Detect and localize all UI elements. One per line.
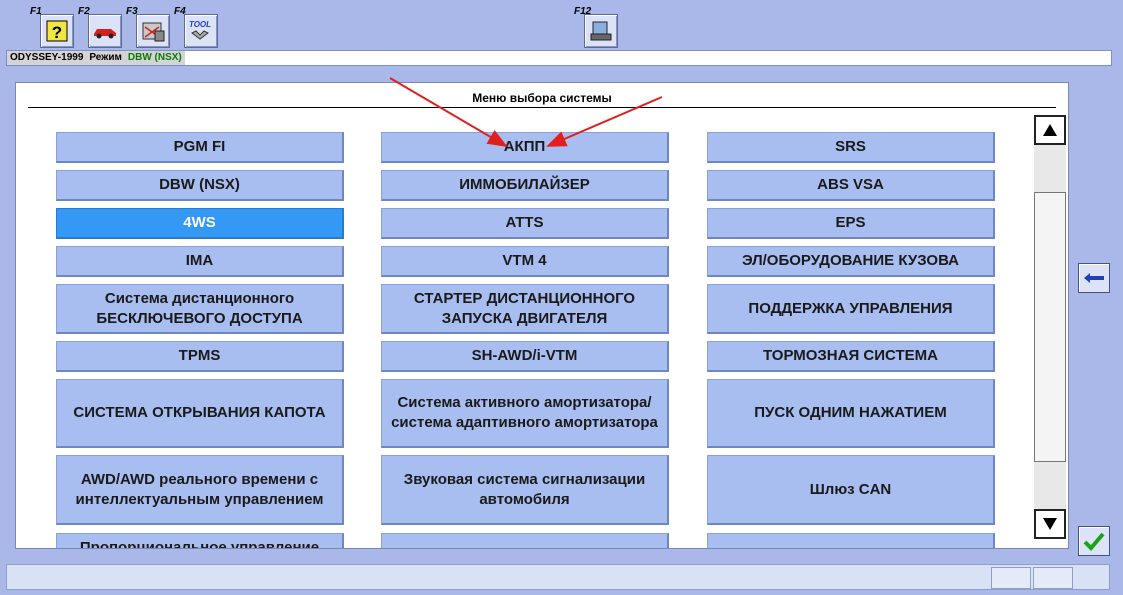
system-button[interactable]: TPMS: [56, 341, 344, 372]
system-button[interactable]: Звуковая система сигнализации автомобиля: [381, 455, 669, 525]
system-button[interactable]: СИСТЕМА ОТКРЫВАНИЯ КАПОТА: [56, 379, 344, 448]
system-button[interactable]: ATTS: [381, 208, 669, 239]
scroll-down-button[interactable]: [1034, 509, 1066, 539]
f4-label: F4: [174, 6, 186, 17]
help-icon[interactable]: ?: [40, 14, 74, 48]
system-button[interactable]: ПОДДЕРЖКА УПРАВЛЕНИЯ: [707, 284, 995, 334]
system-button[interactable]: EPS: [707, 208, 995, 239]
f3-label: F3: [126, 6, 138, 17]
mode-label: Режим: [86, 51, 125, 65]
status-cell-1: [991, 567, 1031, 589]
car-icon[interactable]: [88, 14, 122, 48]
system-button[interactable]: Система дистанционного БЕСКЛЮЧЕВОГО ДОСТ…: [56, 284, 344, 334]
system-button[interactable]: ТОРМОЗНАЯ СИСТЕМА: [707, 341, 995, 372]
back-button[interactable]: [1078, 263, 1110, 293]
system-button[interactable]: [707, 533, 995, 548]
scrollbar-thumb[interactable]: [1034, 192, 1066, 462]
system-button[interactable]: VTM 4: [381, 246, 669, 277]
system-button[interactable]: AWD/AWD реального времени с интеллектуал…: [56, 455, 344, 525]
triangle-down-icon: [1043, 518, 1057, 530]
system-button[interactable]: PGM FI: [56, 132, 344, 163]
mode-value: DBW (NSX): [124, 51, 185, 65]
toolbar: F1 ? F2 F3 F4 TOOL F12: [0, 0, 1123, 50]
system-button[interactable]: DBW (NSX): [56, 170, 344, 201]
system-button[interactable]: ПУСК ОДНИМ НАЖАТИЕМ: [707, 379, 995, 448]
vehicle-model: ODYSSEY-1999: [7, 51, 87, 65]
f1-label: F1: [30, 6, 42, 17]
system-button[interactable]: Система активного амортизатора/система а…: [381, 379, 669, 448]
system-button[interactable]: Шлюз CAN: [707, 455, 995, 525]
system-button[interactable]: ИММОБИЛАЙЗЕР: [381, 170, 669, 201]
f2-label: F2: [78, 6, 90, 17]
ok-button[interactable]: [1078, 526, 1110, 556]
system-button[interactable]: Пропорциональное управление: [56, 533, 344, 548]
system-button[interactable]: 4WS: [56, 208, 344, 239]
system-button[interactable]: IMA: [56, 246, 344, 277]
system-button[interactable]: СТАРТЕР ДИСТАНЦИОННОГО ЗАПУСКА ДВИГАТЕЛЯ: [381, 284, 669, 334]
system-button[interactable]: ABS VSA: [707, 170, 995, 201]
scroll-up-button[interactable]: [1034, 115, 1066, 145]
print-icon[interactable]: [584, 14, 618, 48]
system-selection-panel: Меню выбора системы PGM FI АКПП SRS DBW (NS…: [15, 82, 1069, 549]
system-button[interactable]: SRS: [707, 132, 995, 163]
title-divider: [28, 107, 1056, 108]
f12-label: F12: [574, 6, 592, 17]
triangle-up-icon: [1043, 124, 1057, 136]
panel-title: Меню выбора системы: [472, 91, 612, 105]
tool-icon[interactable]: TOOL: [184, 14, 218, 48]
system-button[interactable]: SH-AWD/i-VTM: [381, 341, 669, 372]
diagnostic-icon[interactable]: [136, 14, 170, 48]
system-button[interactable]: АКПП: [381, 132, 669, 163]
left-arrow-icon: [1084, 273, 1104, 283]
svg-text:?: ?: [52, 23, 62, 42]
status-cell-2: [1033, 567, 1073, 589]
tool-badge: TOOL: [189, 20, 211, 29]
system-button[interactable]: [381, 533, 669, 548]
bottom-status-bar: [6, 564, 1110, 590]
checkmark-icon: [1083, 532, 1105, 551]
system-button[interactable]: ЭЛ/ОБОРУДОВАНИЕ КУЗОВА: [707, 246, 995, 277]
